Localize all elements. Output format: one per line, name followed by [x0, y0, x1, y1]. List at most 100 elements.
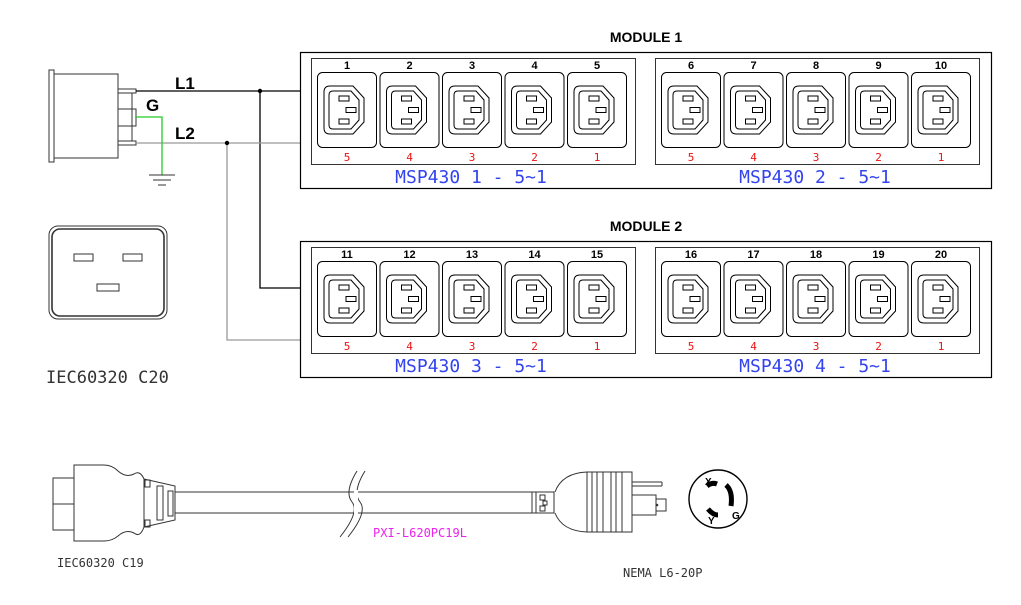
outlet-channel-label: 2: [875, 151, 882, 164]
outlet-number: 9: [875, 60, 881, 72]
c13-outlet-icon: [379, 261, 440, 337]
pin-x-label: X: [705, 477, 712, 488]
outlet-channel-label: 1: [938, 151, 945, 164]
outlet: 142: [504, 249, 565, 353]
outlet-number: 5: [594, 60, 600, 72]
outlet: 15 1: [567, 249, 627, 353]
outlet: 74: [723, 60, 784, 164]
c13-outlet-icon: [723, 261, 784, 337]
c13-outlet-icon: [567, 72, 627, 148]
outlet-number: 11: [341, 249, 353, 261]
outlet-group-panel: [655, 58, 980, 165]
outlet: 16 5: [661, 249, 721, 353]
outlet-number: 6: [688, 60, 694, 72]
outlet-number: 20: [935, 249, 947, 261]
module-title: MODULE 1: [610, 29, 683, 45]
outlet-number: 14: [528, 249, 541, 261]
outlet-number: 1: [344, 60, 350, 72]
outlet-group-label: MSP430 3 - 5~1: [395, 356, 547, 377]
c13-outlet-icon: [786, 72, 846, 148]
pin-y-label: Y: [708, 516, 715, 527]
outlet: 19 2: [848, 249, 909, 353]
module-frame: [299, 240, 993, 379]
outlet: 10 1: [911, 60, 971, 164]
outlet-channel-label: 3: [813, 151, 820, 164]
outlet: 13 3: [442, 249, 502, 353]
outlet-channel-label: 4: [750, 340, 757, 353]
outlet-channel-label: 3: [813, 340, 820, 353]
nema-plug-label: NEMA L6-20P: [623, 566, 702, 580]
outlet: 24: [379, 60, 440, 164]
c13-outlet-icon: [911, 72, 971, 148]
c13-outlet-icon: [504, 72, 565, 148]
outlet-channel-label: 5: [344, 151, 351, 164]
c13-outlet-icon: [317, 72, 377, 148]
outlet-channel-label: 2: [875, 340, 882, 353]
l1-wire: [136, 88, 300, 289]
outlet: 18 3: [786, 249, 846, 353]
outlet: 51: [567, 60, 627, 164]
outlet-group-panel: [655, 247, 980, 354]
c20-inlet-side-view: [48, 69, 137, 163]
c13-outlet-icon: [661, 72, 721, 148]
module-frame: [299, 51, 993, 190]
outlet-number: 10: [935, 60, 947, 72]
outlet: 42: [504, 60, 565, 164]
outlet: 33: [442, 60, 502, 164]
outlet-channel-label: 5: [688, 151, 695, 164]
outlet-number: 16: [685, 249, 697, 261]
outlet: 15: [317, 60, 377, 164]
outlet-channel-label: 4: [406, 340, 413, 353]
outlet-channel-label: 5: [688, 340, 695, 353]
outlet: 20 1: [911, 249, 971, 353]
c13-outlet-icon: [661, 261, 721, 337]
nema-l6-20p-face: X Y G: [688, 469, 748, 529]
c13-outlet-icon: [504, 261, 565, 337]
outlet: 83: [786, 60, 846, 164]
nema-l6-20p-plug: [531, 471, 667, 533]
l2-label: L2: [175, 124, 195, 143]
module-title: MODULE 2: [610, 218, 683, 234]
c13-outlet-icon: [379, 72, 440, 148]
part-number-label: PXI-L620PC19L: [373, 526, 467, 540]
c19-label: IEC60320 C19: [57, 556, 144, 570]
c13-outlet-icon: [442, 72, 502, 148]
outlet-channel-label: 2: [531, 151, 538, 164]
outlet-number: 19: [872, 249, 884, 261]
outlet-number: 18: [810, 249, 822, 261]
c13-outlet-icon: [848, 72, 909, 148]
outlet-number: 8: [813, 60, 819, 72]
outlet-group-panel: [311, 58, 636, 165]
outlet: 65: [661, 60, 721, 164]
outlet: 12 4: [379, 249, 440, 353]
outlet-channel-label: 4: [406, 151, 413, 164]
outlet-group-label: MSP430 4 - 5~1: [739, 356, 891, 377]
c13-outlet-icon: [317, 261, 377, 337]
outlet-number: 3: [469, 60, 475, 72]
c13-outlet-icon: [786, 261, 846, 337]
outlet-number: 15: [591, 249, 603, 261]
outlet: 92: [848, 60, 909, 164]
outlet-group-label: MSP430 2 - 5~1: [739, 167, 891, 188]
outlet: 174: [723, 249, 784, 353]
ground-label: G: [146, 96, 159, 115]
outlet-number: 2: [406, 60, 412, 72]
outlet-channel-label: 1: [938, 340, 945, 353]
c13-outlet-icon: [911, 261, 971, 337]
c13-outlet-icon: [848, 261, 909, 337]
c19-connector: [52, 464, 176, 542]
outlet-channel-label: 1: [594, 340, 601, 353]
power-cord: [175, 470, 532, 538]
c20-inlet-front-view: [48, 225, 168, 320]
outlet-number: 12: [403, 249, 415, 261]
outlet-channel-label: 3: [469, 340, 476, 353]
c13-outlet-icon: [567, 261, 627, 337]
ground-wire: [136, 116, 175, 186]
outlet-number: 13: [466, 249, 478, 261]
